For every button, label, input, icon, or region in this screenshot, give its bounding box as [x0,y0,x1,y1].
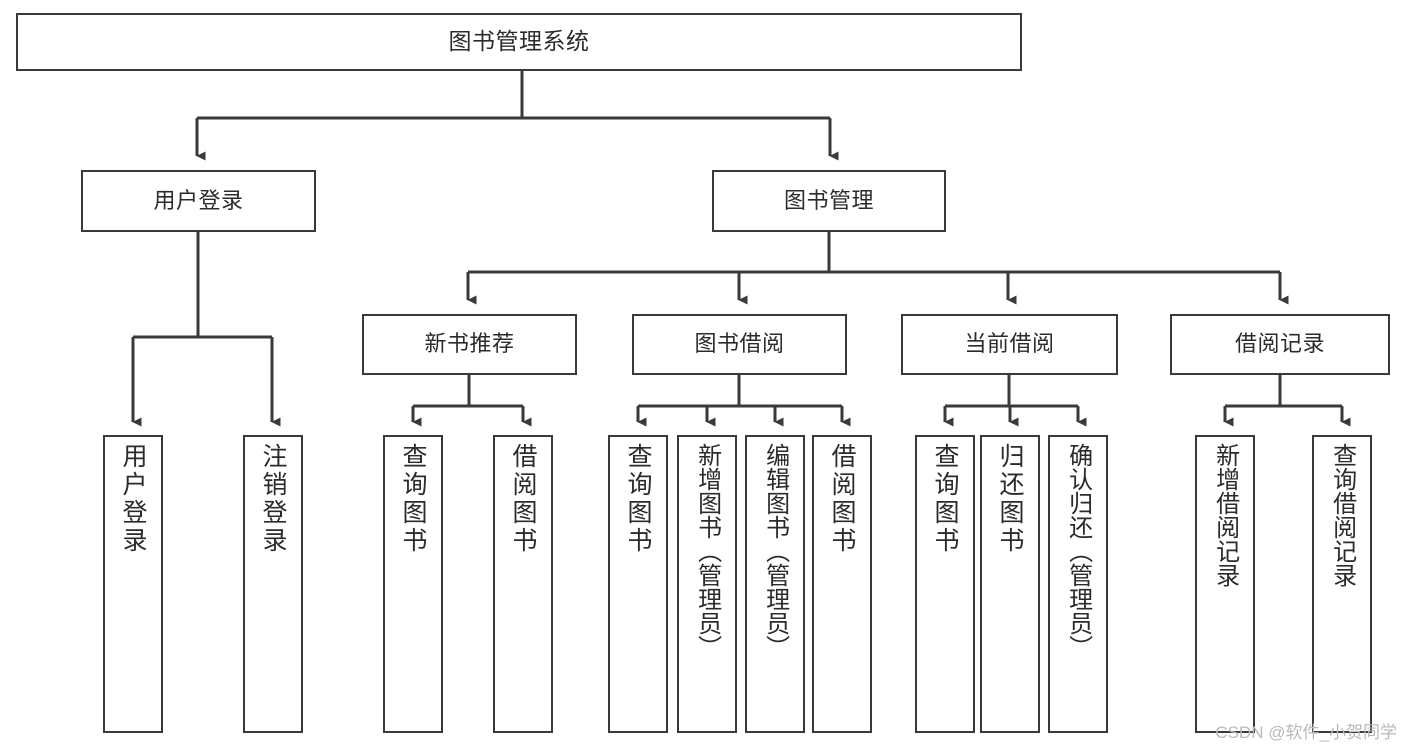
node-leaf-return-book-label: 归还图书 [996,443,1024,555]
node-borrow-record[interactable]: 借阅记录 [1170,314,1390,375]
node-leaf-user-login-label: 用户登录 [119,443,147,555]
node-new-book-recommend-label: 新书推荐 [424,331,515,357]
node-leaf-logout-login[interactable]: 注销登录 [243,435,303,733]
node-leaf-borrow-book-recommend-label: 借阅图书 [509,443,537,555]
node-leaf-add-borrow-record-label: 新增借阅记录 [1211,443,1239,587]
node-user-login-label: 用户登录 [153,187,244,213]
node-leaf-query-book-current[interactable]: 查询图书 [915,435,975,733]
node-leaf-query-book-recommend-label: 查询图书 [399,443,427,555]
node-book-borrow-label: 图书借阅 [694,331,785,357]
node-leaf-edit-book-admin[interactable]: 编辑图书（管理员） [745,435,805,733]
node-user-login[interactable]: 用户登录 [81,170,316,232]
node-borrow-record-label: 借阅记录 [1234,331,1325,357]
node-root-book-management-system[interactable]: 图书管理系统 [16,13,1022,71]
node-new-book-recommend[interactable]: 新书推荐 [362,314,577,375]
csdn-watermark: CSDN @软件_小贺同学 [1215,723,1397,742]
node-root-label: 图书管理系统 [448,28,590,55]
node-leaf-query-book-recommend[interactable]: 查询图书 [383,435,443,733]
node-leaf-edit-book-admin-label: 编辑图书（管理员） [761,443,789,659]
node-leaf-logout-login-label: 注销登录 [259,443,287,555]
node-current-borrow[interactable]: 当前借阅 [901,314,1118,375]
node-leaf-query-book-current-label: 查询图书 [931,443,959,555]
node-book-borrow[interactable]: 图书借阅 [632,314,847,375]
node-current-borrow-label: 当前借阅 [964,331,1055,357]
node-leaf-query-borrow-record[interactable]: 查询借阅记录 [1312,435,1372,733]
node-leaf-user-login[interactable]: 用户登录 [103,435,163,733]
node-leaf-add-book-admin-label: 新增图书（管理员） [693,443,721,659]
node-leaf-add-borrow-record[interactable]: 新增借阅记录 [1195,435,1255,733]
node-leaf-confirm-return-admin[interactable]: 确认归还（管理员） [1048,435,1108,733]
node-leaf-confirm-return-admin-label: 确认归还（管理员） [1064,443,1092,659]
node-leaf-borrow-book-borrow-label: 借阅图书 [828,443,856,555]
node-leaf-query-book-borrow[interactable]: 查询图书 [608,435,668,733]
node-leaf-return-book[interactable]: 归还图书 [980,435,1040,733]
node-leaf-borrow-book-borrow[interactable]: 借阅图书 [812,435,872,733]
node-book-manage-label: 图书管理 [783,187,874,213]
node-leaf-add-book-admin[interactable]: 新增图书（管理员） [677,435,737,733]
node-leaf-borrow-book-recommend[interactable]: 借阅图书 [493,435,553,733]
node-leaf-query-borrow-record-label: 查询借阅记录 [1328,443,1356,587]
node-leaf-query-book-borrow-label: 查询图书 [624,443,652,555]
node-book-manage[interactable]: 图书管理 [712,170,946,232]
